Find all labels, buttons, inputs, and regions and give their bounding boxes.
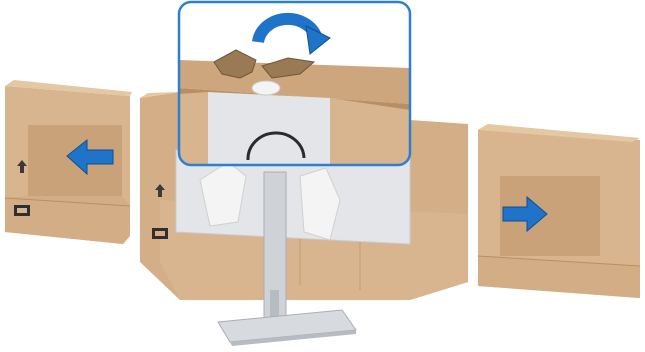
- left-box-sleeve: [5, 80, 132, 244]
- callout-detail: [179, 2, 410, 165]
- right-box-sleeve: [478, 124, 640, 298]
